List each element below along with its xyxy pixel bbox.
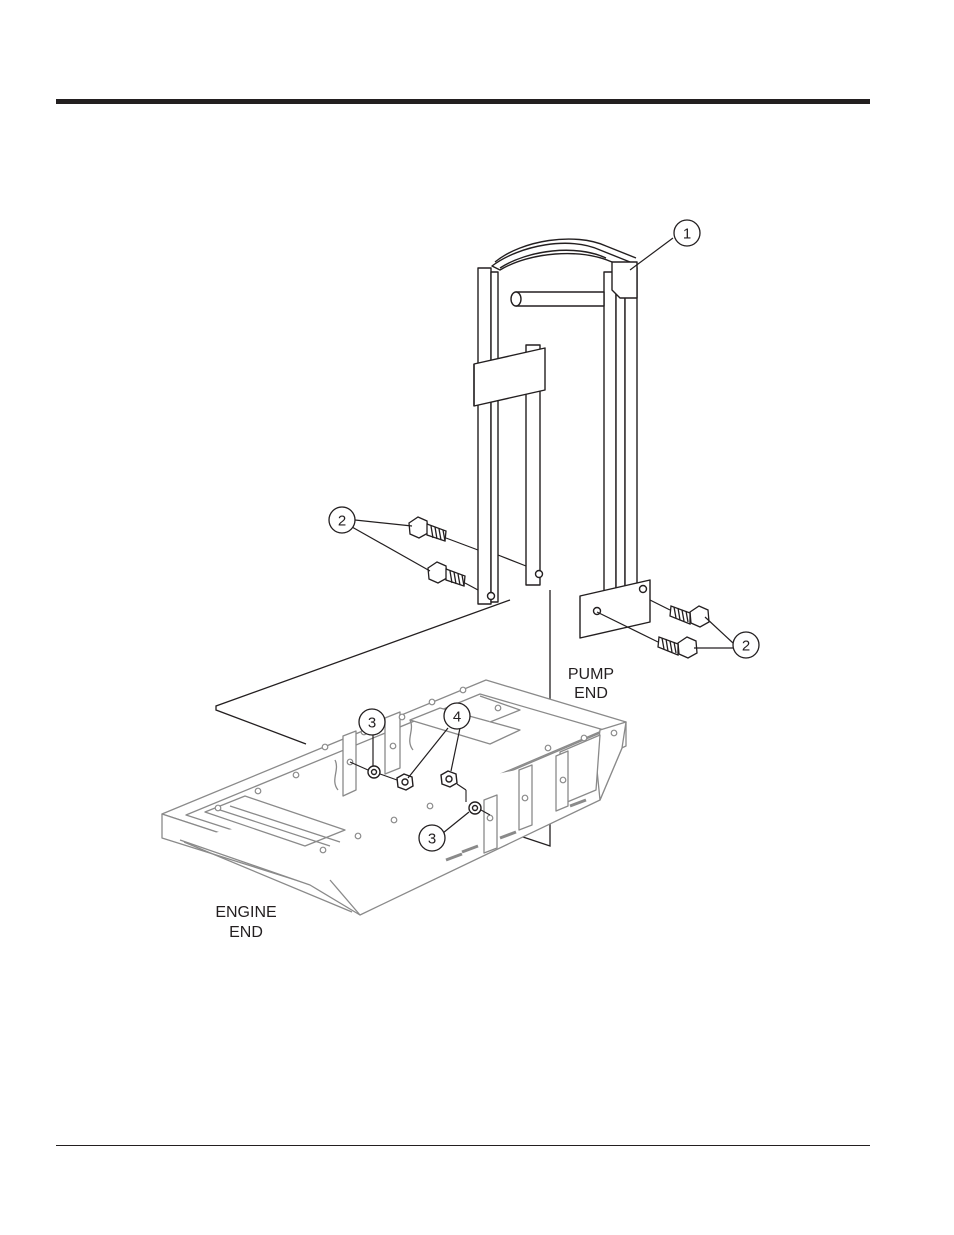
engine-end-label: ENGINE END <box>215 904 276 941</box>
capscrew-lower-right <box>658 637 697 658</box>
callout-4: 4 <box>444 703 470 729</box>
callout-2-left: 2 <box>329 507 355 533</box>
svg-text:4: 4 <box>453 709 461 726</box>
hex-nut-left <box>397 774 413 790</box>
capscrew-upper-right <box>670 606 709 627</box>
callout-2-right: 2 <box>733 632 759 658</box>
hex-nut-right <box>441 771 457 787</box>
svg-text:1: 1 <box>683 226 691 243</box>
svg-text:3: 3 <box>368 715 376 732</box>
svg-text:PUMP: PUMP <box>568 666 614 683</box>
svg-text:2: 2 <box>742 638 750 655</box>
svg-text:END: END <box>574 685 608 702</box>
pump-end-label: PUMP END <box>568 666 614 702</box>
lockwasher-upper <box>368 766 380 778</box>
lifting-bail <box>474 239 650 638</box>
svg-text:END: END <box>229 924 263 941</box>
callout-3-lower: 3 <box>419 825 445 851</box>
capscrew-lower-left <box>428 562 465 586</box>
capscrew-upper-left <box>409 517 446 541</box>
svg-text:ENGINE: ENGINE <box>215 904 276 921</box>
lockwasher-lower <box>469 802 481 814</box>
callout-1: 1 <box>674 220 700 246</box>
svg-text:3: 3 <box>428 831 436 848</box>
svg-text:2: 2 <box>338 513 346 530</box>
callout-3-upper: 3 <box>359 709 385 735</box>
